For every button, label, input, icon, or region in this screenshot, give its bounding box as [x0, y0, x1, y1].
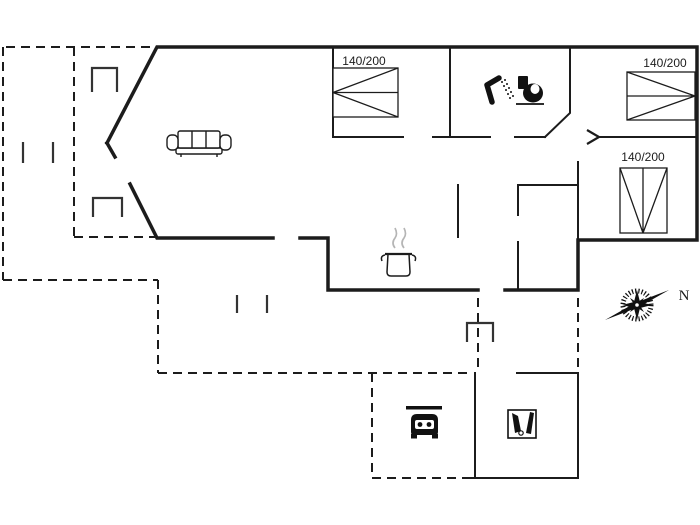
terrace-dashed-outline [2, 46, 579, 479]
bed-size-label-3: 140/200 [621, 150, 665, 164]
compass-rose-icon [605, 288, 669, 322]
entrance-arrow-icon [586, 129, 602, 145]
terrace-tick-marks [21, 142, 269, 313]
step-marker [465, 321, 495, 342]
tools-icon [507, 409, 537, 439]
terrace-step-markers [21, 66, 495, 342]
shed-outline [466, 372, 579, 479]
exterior-wall-bay-stub [104, 140, 118, 160]
terrace-boundary-west [2, 46, 467, 374]
compass-north-label: N [679, 288, 690, 304]
bed-icon-2 [626, 71, 696, 121]
path-boundary-east [477, 298, 579, 373]
shower-icon [484, 75, 514, 105]
carport-boundary [371, 373, 467, 479]
car-icon [406, 406, 442, 439]
bed-icon-1 [332, 67, 399, 118]
bed-size-label-1: 140/200 [342, 54, 386, 68]
exterior-walls [104, 45, 699, 292]
exterior-wall-living [127, 181, 275, 240]
bed-icon-3 [619, 167, 668, 234]
toilet-icon [516, 76, 544, 105]
shed-walls [466, 372, 579, 479]
exterior-wall-kitchen [298, 236, 480, 292]
terrace-divider [73, 47, 155, 238]
sofa-icon [166, 130, 232, 157]
cooking-pot-icon [380, 227, 417, 277]
bed-size-label-2: 140/200 [643, 56, 687, 70]
exterior-wall-main [104, 45, 699, 292]
step-marker [91, 196, 124, 217]
step-marker [90, 66, 119, 92]
